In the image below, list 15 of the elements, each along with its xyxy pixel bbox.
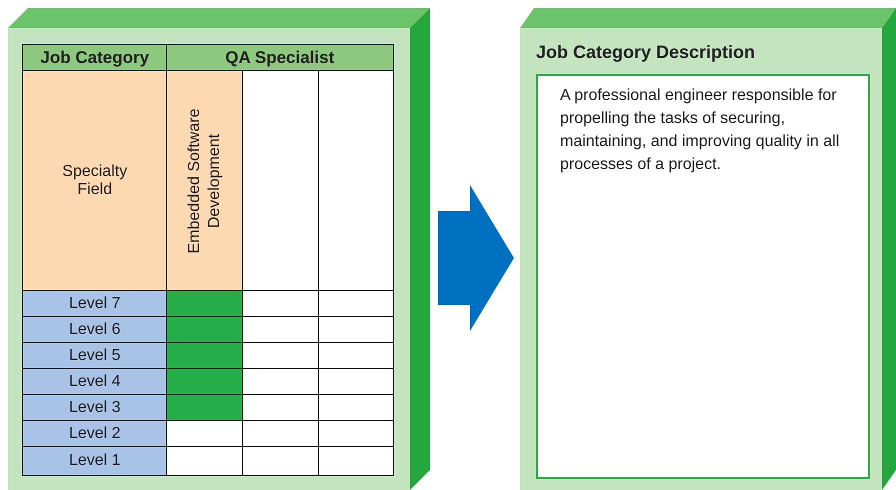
column-header: QA Specialist: [166, 44, 394, 72]
description-text: A professional engineer responsible for propelling the tasks of securing, maintaining, and improving quality in all processes of a project.: [560, 87, 840, 173]
row-header: Level 2: [22, 420, 168, 448]
description-box: [536, 74, 870, 479]
cell-text: Embedded Software Development: [185, 108, 224, 256]
row-header: Level 1: [22, 446, 168, 476]
row-header: Level 6: [22, 316, 168, 344]
row-header: Level 5: [22, 342, 168, 370]
column-header: Job Category: [22, 44, 168, 72]
row-header: Level 3: [22, 394, 168, 422]
row-header: Specialty Field: [22, 70, 168, 292]
row-header: Level 4: [22, 368, 168, 396]
row-header: Level 7: [22, 290, 168, 318]
block-arrow: [438, 185, 514, 331]
panel-heading: Job Category Description: [536, 42, 756, 63]
